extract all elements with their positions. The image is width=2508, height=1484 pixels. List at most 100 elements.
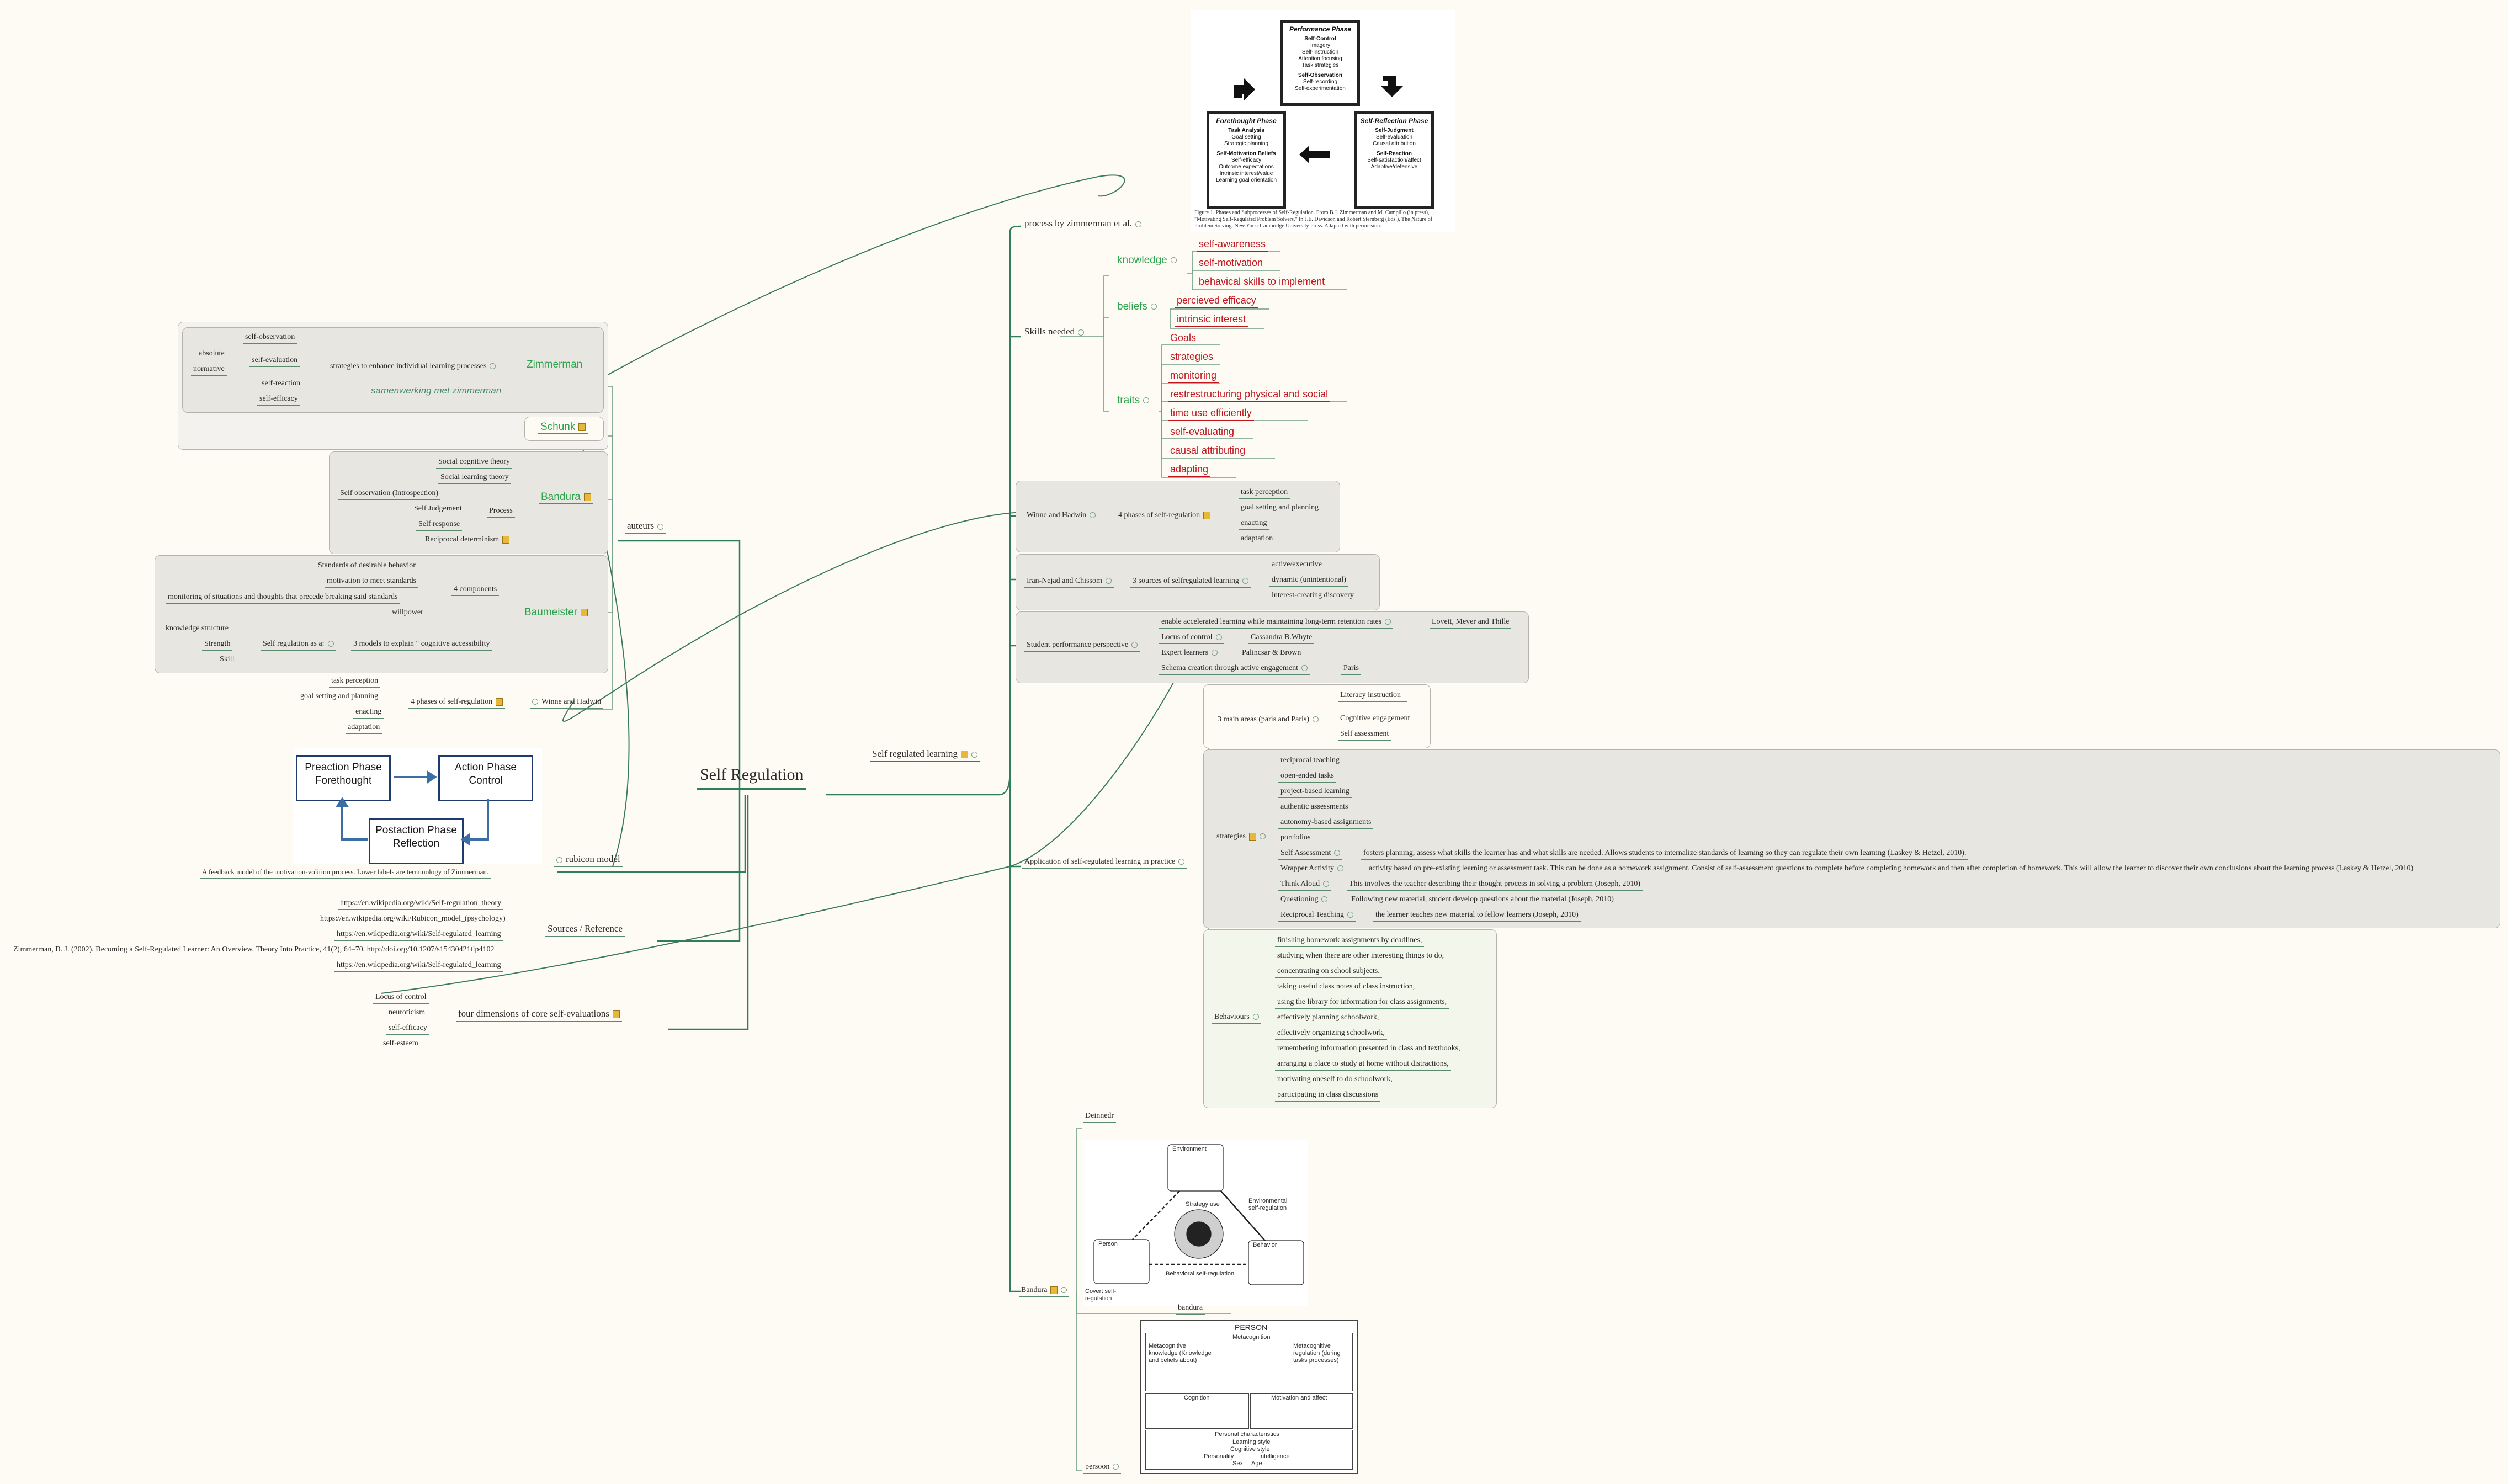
trait-restructuring[interactable]: restrestructuring physical and social: [1168, 389, 1331, 402]
behaviour-4[interactable]: taking useful class notes of class instr…: [1275, 982, 1417, 993]
collapse-circle-icon[interactable]: [327, 641, 334, 647]
behaviours-node[interactable]: Behaviours: [1212, 1013, 1261, 1024]
trait-monitoring[interactable]: monitoring: [1168, 370, 1219, 383]
self-evaluation-node[interactable]: self-evaluation: [249, 356, 300, 367]
collapse-circle-icon[interactable]: [1323, 881, 1330, 887]
enacting-node-left[interactable]: enacting: [353, 708, 384, 719]
strategy-row-1-a[interactable]: Self Assessment: [1278, 849, 1343, 860]
bandura-right-node[interactable]: Bandura: [1019, 1286, 1070, 1297]
trait-strategies[interactable]: strategies: [1168, 351, 1216, 364]
4-phases-node-left[interactable]: 4 phases of self-regulation: [408, 698, 506, 709]
collapse-circle-icon[interactable]: [1105, 578, 1112, 584]
rubicon-model-node[interactable]: rubicon model: [554, 854, 623, 867]
collapse-circle-icon[interactable]: [1113, 1464, 1119, 1470]
behaviour-8[interactable]: remembering information presented in cla…: [1275, 1044, 1463, 1055]
perf-row-2-a[interactable]: Locus of control: [1159, 633, 1224, 644]
persoon-node[interactable]: persoon: [1083, 1462, 1122, 1474]
interest-creating-node[interactable]: interest-creating discovery: [1269, 591, 1356, 602]
strategy-row-4-a[interactable]: Questioning: [1278, 895, 1330, 906]
task-perception-node-left[interactable]: task perception: [329, 677, 381, 688]
enacting-node-right[interactable]: enacting: [1239, 519, 1269, 530]
collapse-circle-icon[interactable]: [1313, 716, 1319, 723]
source-5[interactable]: https://en.wikipedia.org/wiki/Self-regul…: [334, 961, 503, 972]
percieved-efficacy-node[interactable]: percieved efficacy: [1175, 295, 1258, 308]
perf-row-3-b[interactable]: Palincsar & Brown: [1240, 648, 1304, 659]
collapse-circle-icon[interactable]: [1215, 634, 1222, 641]
perf-row-1-a[interactable]: enable accelerated learning while mainta…: [1159, 618, 1394, 629]
self-efficacy-dim-node[interactable]: self-efficacy: [386, 1024, 429, 1035]
perf-row-4-a[interactable]: Schema creation through active engagemen…: [1159, 664, 1310, 675]
strategy-5[interactable]: autonomy-based assignments: [1278, 818, 1374, 829]
process-node[interactable]: Process: [487, 507, 515, 518]
winne-hadwin-node-right[interactable]: Winne and Hadwin: [1024, 511, 1098, 522]
strength-node[interactable]: Strength: [202, 640, 233, 651]
perf-row-4-b[interactable]: Paris: [1341, 664, 1361, 675]
4-phases-node-right[interactable]: 4 phases of self-regulation: [1116, 511, 1213, 522]
collapse-circle-icon[interactable]: [1170, 257, 1177, 264]
active-executive-node[interactable]: active/executive: [1269, 560, 1324, 571]
strategy-2[interactable]: open-ended tasks: [1278, 772, 1336, 783]
locus-of-control-node[interactable]: Locus of control: [373, 993, 429, 1004]
literacy-node[interactable]: Literacy instruction: [1338, 691, 1407, 702]
strategy-row-4-b[interactable]: Following new material, student develop …: [1349, 895, 1616, 906]
collapse-circle-icon[interactable]: [1143, 397, 1150, 404]
collapse-circle-icon[interactable]: [1178, 859, 1185, 865]
self-regulated-learning-node[interactable]: Self regulated learning: [870, 748, 980, 762]
collapse-circle-icon[interactable]: [556, 857, 562, 863]
dynamic-node[interactable]: dynamic (unintentional): [1269, 576, 1348, 587]
student-performance-node[interactable]: Student performance perspective: [1024, 641, 1140, 652]
trait-goals[interactable]: Goals: [1168, 332, 1199, 345]
note-icon[interactable]: [612, 1010, 620, 1019]
source-3[interactable]: https://en.wikipedia.org/wiki/Self-regul…: [334, 930, 503, 941]
four-dimensions-node[interactable]: four dimensions of core self-evaluations: [456, 1008, 622, 1022]
collapse-circle-icon[interactable]: [657, 523, 664, 530]
beliefs-node[interactable]: beliefs: [1115, 301, 1159, 313]
reciprocal-determinism-node[interactable]: Reciprocal determinism: [423, 535, 512, 546]
trait-causal-attributing[interactable]: causal attributing: [1168, 445, 1248, 458]
collapse-circle-icon[interactable]: [1337, 865, 1344, 872]
deinnedr-node[interactable]: Deinnedr: [1083, 1111, 1117, 1123]
self-efficacy-node[interactable]: self-efficacy: [257, 395, 300, 406]
perf-row-3-a[interactable]: Expert learners: [1159, 648, 1220, 659]
source-4[interactable]: Zimmerman, B. J. (2002). Becoming a Self…: [11, 945, 497, 956]
note-icon[interactable]: [578, 423, 586, 431]
goal-setting-node-right[interactable]: goal setting and planning: [1239, 503, 1321, 514]
strategy-3[interactable]: project-based learning: [1278, 787, 1352, 798]
note-icon[interactable]: [960, 751, 968, 759]
note-icon[interactable]: [1203, 511, 1211, 519]
behavical-skills-node[interactable]: behavical skills to implement: [1197, 276, 1327, 289]
collapse-circle-icon[interactable]: [1347, 912, 1353, 918]
collapse-circle-icon[interactable]: [1259, 833, 1266, 840]
social-learning-theory-node[interactable]: Social learning theory: [438, 473, 511, 484]
strategy-4[interactable]: authentic assessments: [1278, 802, 1351, 813]
self-motivation-node[interactable]: self-motivation: [1197, 257, 1266, 270]
trait-time-use[interactable]: time use efficiently: [1168, 407, 1254, 421]
strategy-6[interactable]: portfolios: [1278, 833, 1313, 844]
collapse-circle-icon[interactable]: [1385, 619, 1391, 625]
knowledge-node[interactable]: knowledge: [1115, 255, 1179, 267]
note-icon[interactable]: [583, 493, 591, 501]
behaviour-7[interactable]: effectively organizing schoolwork,: [1275, 1029, 1388, 1040]
standards-node[interactable]: Standards of desirable behavior: [316, 561, 418, 572]
strategy-row-5-a[interactable]: Reciprocal Teaching: [1278, 911, 1356, 922]
normative-node[interactable]: normative: [191, 365, 227, 376]
schunk-node[interactable]: Schunk: [538, 422, 588, 434]
application-practice-node[interactable]: Application of self-regulated learning i…: [1022, 858, 1187, 869]
perf-row-1-b[interactable]: Lovett, Meyer and Thille: [1430, 618, 1512, 629]
note-icon[interactable]: [496, 698, 503, 706]
strategy-row-3-b[interactable]: This involves the teacher describing the…: [1347, 880, 1643, 891]
note-icon[interactable]: [1050, 1286, 1058, 1294]
collapse-circle-icon[interactable]: [1334, 850, 1341, 857]
note-icon[interactable]: [581, 608, 588, 616]
adaptation-node-left[interactable]: adaptation: [346, 723, 382, 734]
behaviour-2[interactable]: studying when there are other interestin…: [1275, 951, 1447, 962]
trait-self-evaluating[interactable]: self-evaluating: [1168, 426, 1237, 439]
iran-nejad-node[interactable]: Iran-Nejad and Chissom: [1024, 577, 1114, 588]
sources-node[interactable]: Sources / Reference: [545, 923, 625, 937]
zimmerman-process-node[interactable]: strategies to enhance individual learnin…: [328, 362, 498, 373]
collapse-circle-icon[interactable]: [971, 751, 977, 758]
bandura-node[interactable]: Bandura: [539, 492, 593, 504]
collapse-circle-icon[interactable]: [1242, 578, 1248, 584]
trait-adapting[interactable]: adapting: [1168, 464, 1211, 477]
collapse-circle-icon[interactable]: [1135, 221, 1141, 227]
